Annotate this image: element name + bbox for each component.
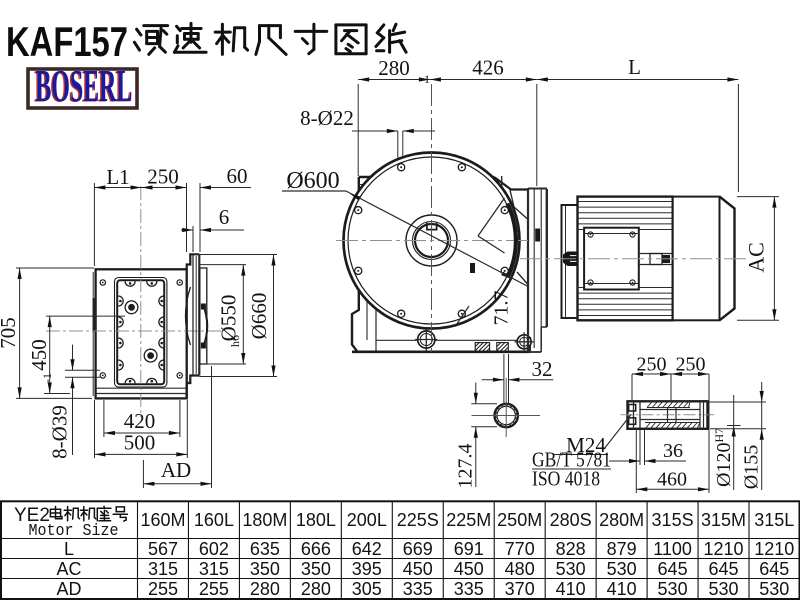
svg-text:M24: M24 — [566, 433, 606, 457]
svg-text:315M: 315M — [701, 510, 746, 530]
svg-text:L: L — [64, 539, 74, 559]
svg-text:666: 666 — [301, 539, 331, 559]
svg-text:335: 335 — [403, 579, 433, 599]
svg-text:645: 645 — [759, 559, 789, 579]
svg-text:305: 305 — [352, 579, 382, 599]
svg-text:669: 669 — [403, 539, 433, 559]
svg-text:1100: 1100 — [653, 539, 692, 559]
svg-text:255: 255 — [148, 579, 178, 599]
svg-text:Ø660: Ø660 — [247, 293, 271, 340]
svg-text:691: 691 — [454, 539, 484, 559]
svg-text:335: 335 — [454, 579, 484, 599]
svg-text:315L: 315L — [754, 510, 794, 530]
svg-text:426: 426 — [472, 56, 504, 80]
svg-text:280: 280 — [301, 579, 331, 599]
svg-text:645: 645 — [658, 559, 688, 579]
svg-text:127.4: 127.4 — [455, 444, 477, 489]
svg-text:250: 250 — [147, 165, 179, 189]
svg-text:BOSERL: BOSERL — [35, 60, 132, 111]
svg-text:-1: -1 — [420, 72, 430, 86]
svg-text:370: 370 — [505, 579, 535, 599]
svg-text:879: 879 — [607, 539, 637, 559]
svg-text:828: 828 — [556, 539, 586, 559]
svg-text:280: 280 — [378, 56, 410, 80]
svg-text:635: 635 — [250, 539, 280, 559]
svg-text:480: 480 — [505, 559, 535, 579]
svg-text:-1: -1 — [40, 373, 54, 383]
svg-text:450: 450 — [27, 339, 51, 371]
svg-text:530: 530 — [709, 579, 739, 599]
svg-text:395: 395 — [352, 559, 382, 579]
svg-text:Motor Size: Motor Size — [29, 522, 119, 541]
svg-text:180L: 180L — [296, 510, 336, 530]
svg-text:60: 60 — [227, 164, 248, 188]
svg-text:Ø155: Ø155 — [741, 445, 763, 489]
svg-text:160M: 160M — [140, 510, 185, 530]
svg-text:8-Ø39: 8-Ø39 — [48, 405, 72, 459]
svg-text:200L: 200L — [347, 510, 387, 530]
svg-text:AD: AD — [161, 458, 191, 482]
svg-text:225S: 225S — [397, 510, 439, 530]
svg-text:530: 530 — [759, 579, 789, 599]
svg-text:BOSERL: BOSERL — [34, 61, 131, 112]
svg-text:350: 350 — [250, 559, 280, 579]
svg-text:410: 410 — [556, 579, 586, 599]
svg-text:280: 280 — [250, 579, 280, 599]
svg-text:AC: AC — [744, 242, 769, 273]
svg-text:L1: L1 — [106, 165, 129, 189]
svg-text:280M: 280M — [599, 510, 644, 530]
svg-text:530: 530 — [607, 559, 637, 579]
svg-text:8-Ø22: 8-Ø22 — [300, 106, 354, 130]
svg-text:500: 500 — [124, 431, 156, 455]
svg-text:250: 250 — [676, 354, 706, 376]
svg-text:h6: h6 — [228, 335, 242, 347]
svg-text:460: 460 — [657, 469, 687, 491]
svg-text:450: 450 — [454, 559, 484, 579]
svg-text:36: 36 — [663, 440, 683, 462]
svg-text:280S: 280S — [550, 510, 592, 530]
svg-text:255: 255 — [199, 579, 229, 599]
svg-text:315: 315 — [199, 559, 229, 579]
svg-text:250: 250 — [637, 354, 667, 376]
svg-text:645: 645 — [709, 559, 739, 579]
svg-text:410: 410 — [607, 579, 637, 599]
svg-text:770: 770 — [505, 539, 535, 559]
svg-text:530: 530 — [658, 579, 688, 599]
svg-text:567: 567 — [148, 539, 178, 559]
svg-text:AC: AC — [56, 559, 81, 579]
svg-text:6: 6 — [219, 205, 230, 229]
svg-text:642: 642 — [352, 539, 382, 559]
svg-text:YE2: YE2 — [14, 505, 50, 526]
svg-text:705: 705 — [0, 317, 20, 349]
svg-text:ISO 4018: ISO 4018 — [532, 467, 600, 491]
svg-text:1210: 1210 — [704, 539, 744, 559]
svg-text:L: L — [628, 55, 641, 79]
svg-text:Ø550: Ø550 — [217, 295, 241, 342]
svg-text:1210: 1210 — [754, 539, 794, 559]
svg-text:350: 350 — [301, 559, 331, 579]
svg-text:225M: 225M — [446, 510, 491, 530]
svg-text:KAF157: KAF157 — [6, 18, 128, 65]
svg-text:Ø600: Ø600 — [286, 168, 339, 194]
svg-text:Ø120H7: Ø120H7 — [712, 428, 735, 487]
svg-text:420: 420 — [124, 409, 156, 433]
svg-text:180M: 180M — [242, 510, 287, 530]
svg-text:160L: 160L — [194, 510, 234, 530]
svg-text:250M: 250M — [497, 510, 542, 530]
svg-text:530: 530 — [556, 559, 586, 579]
svg-text:GB/T 5781: GB/T 5781 — [532, 448, 611, 472]
svg-text:315S: 315S — [652, 510, 694, 530]
svg-text:450: 450 — [403, 559, 433, 579]
svg-text:32: 32 — [532, 357, 553, 381]
svg-text:602: 602 — [199, 539, 229, 559]
svg-text:AD: AD — [56, 579, 81, 599]
svg-text:71.7: 71.7 — [491, 291, 513, 326]
svg-text:315: 315 — [148, 559, 178, 579]
